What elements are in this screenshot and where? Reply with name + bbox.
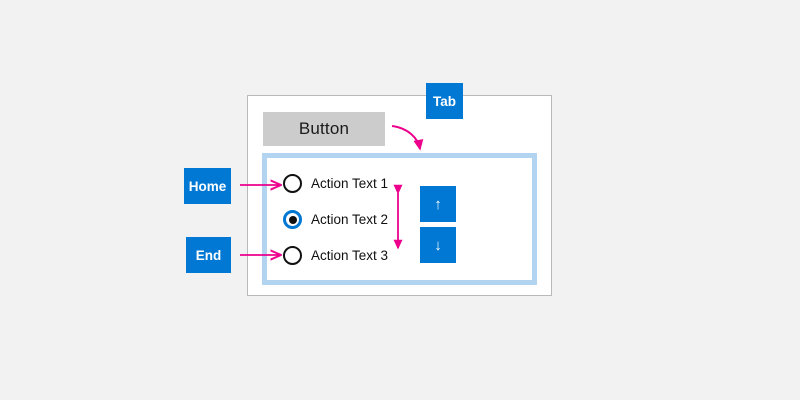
radio-option-2[interactable]: Action Text 2 [283,210,413,229]
radio-option-2-label: Action Text 2 [311,212,389,227]
push-button-label: Button [298,119,350,138]
radio-option-1-label: Action Text 1 [311,176,389,191]
radio-unchecked-icon[interactable] [283,246,302,265]
key-callout-end-label: End [195,247,222,263]
key-callout-tab: Tab [426,83,463,119]
key-callout-home: Home [184,168,231,204]
radio-unchecked-icon[interactable] [283,174,302,193]
key-callout-tab-label: Tab [433,93,456,109]
radio-option-1[interactable]: Action Text 1 [283,174,413,193]
arrow-down-icon: ↓ [434,236,442,254]
radio-option-3[interactable]: Action Text 3 [283,246,413,265]
spinner-up-button[interactable]: ↑ [420,186,456,222]
radio-option-3-label: Action Text 3 [311,248,389,263]
radio-checked-icon[interactable] [283,210,302,229]
key-callout-home-label: Home [188,178,227,194]
arrow-up-icon: ↑ [434,195,442,213]
key-callout-end: End [186,237,231,273]
spinner-down-button[interactable]: ↓ [420,227,456,263]
radio-group[interactable]: Action Text 1 Action Text 2 Action Text … [283,174,413,265]
push-button[interactable]: Button [263,112,385,146]
